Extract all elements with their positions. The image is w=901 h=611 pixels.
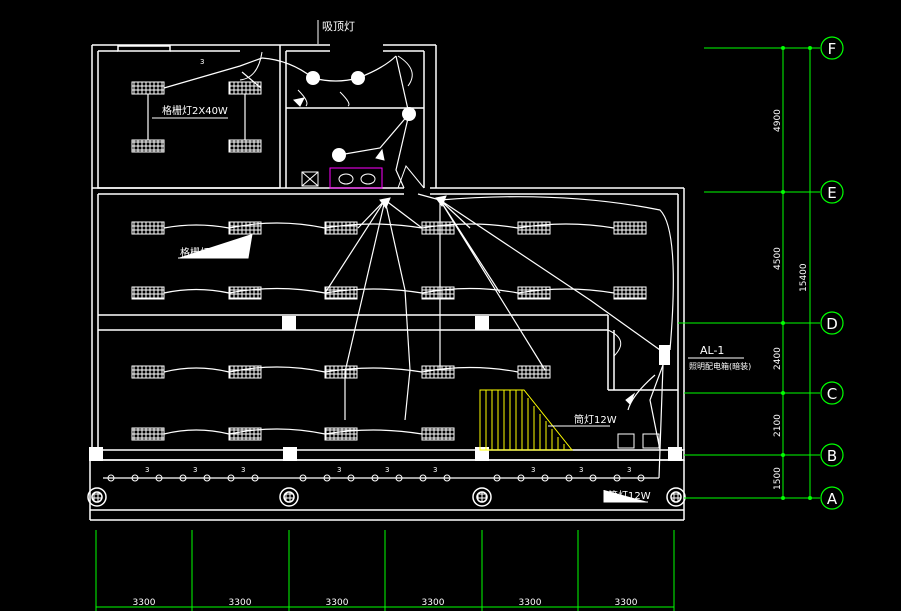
dim-c-b: 2100 [773, 414, 783, 437]
axis-bubbles: F E D C B A [820, 36, 844, 510]
axis-label-c: C [827, 385, 837, 403]
panel-box [659, 345, 670, 365]
dim-col-2: 3300 [229, 598, 252, 608]
row-dimension-texts: 4900 4500 2400 2100 1500 15400 [773, 109, 809, 490]
ceiling-lamp-label: 吸顶灯 [322, 20, 355, 33]
axis-label-d: D [826, 315, 838, 333]
dim-total: 15400 [799, 263, 809, 292]
office-grid-lamps [131, 81, 262, 153]
dim-col-6: 3300 [615, 598, 638, 608]
circuit-mark: 3 [627, 466, 631, 474]
col-dimension-texts: 3300 3300 3300 3300 3300 3300 [133, 598, 638, 608]
dim-f-e: 4900 [773, 109, 783, 132]
circuit-mark: 3 [385, 466, 389, 474]
columns [89, 316, 682, 461]
annotations: 吸顶灯 格栅灯2X40W 格栅灯2X40W AL-1 照明配电箱(暗装) 筒灯1… [152, 20, 751, 503]
panel-id-label: AL-1 [700, 344, 724, 357]
dimension-lines [95, 47, 820, 611]
dim-col-3: 3300 [326, 598, 349, 608]
circuit-mark: 3 [433, 466, 437, 474]
circuit-mark: 3 [200, 58, 204, 66]
stair [479, 389, 574, 451]
circuit-mark: 3 [241, 466, 245, 474]
grid-lamp-label-hall: 格栅灯2X40W [180, 246, 246, 259]
sanitary-fixtures [301, 167, 383, 189]
dimension-ticks [781, 46, 812, 500]
downlight-front-label: 筒灯12W [608, 489, 651, 502]
ceiling-lamps [306, 71, 416, 162]
round-columns [87, 487, 686, 507]
dim-b-a: 1500 [773, 467, 783, 490]
axis-label-e: E [827, 184, 836, 202]
axis-label-f: F [828, 40, 837, 58]
dim-col-1: 3300 [133, 598, 156, 608]
circuit-mark: 3 [337, 466, 341, 474]
circuit-mark: 3 [531, 466, 535, 474]
axis-label-b: B [827, 447, 837, 465]
axis-label-a: A [827, 490, 838, 508]
dim-d-c: 2400 [773, 347, 783, 370]
door-swings [239, 51, 622, 357]
downlight-stair-label: 筒灯12W [574, 413, 617, 426]
grid-lamp-label-office: 格栅灯2X40W [162, 104, 228, 117]
dim-e-d: 4500 [773, 247, 783, 270]
dim-col-4: 3300 [422, 598, 445, 608]
panel-desc-label: 照明配电箱(暗装) [689, 361, 751, 371]
home-run-arrows [292, 97, 636, 405]
circuit-mark: 3 [193, 466, 197, 474]
circuit-mark: 3 [579, 466, 583, 474]
circuit-marks: 3 3 3 3 3 3 3 3 3 3 [145, 58, 631, 474]
circuit-mark: 3 [145, 466, 149, 474]
electrical-room-boxes [617, 433, 660, 449]
dim-col-5: 3300 [519, 598, 542, 608]
